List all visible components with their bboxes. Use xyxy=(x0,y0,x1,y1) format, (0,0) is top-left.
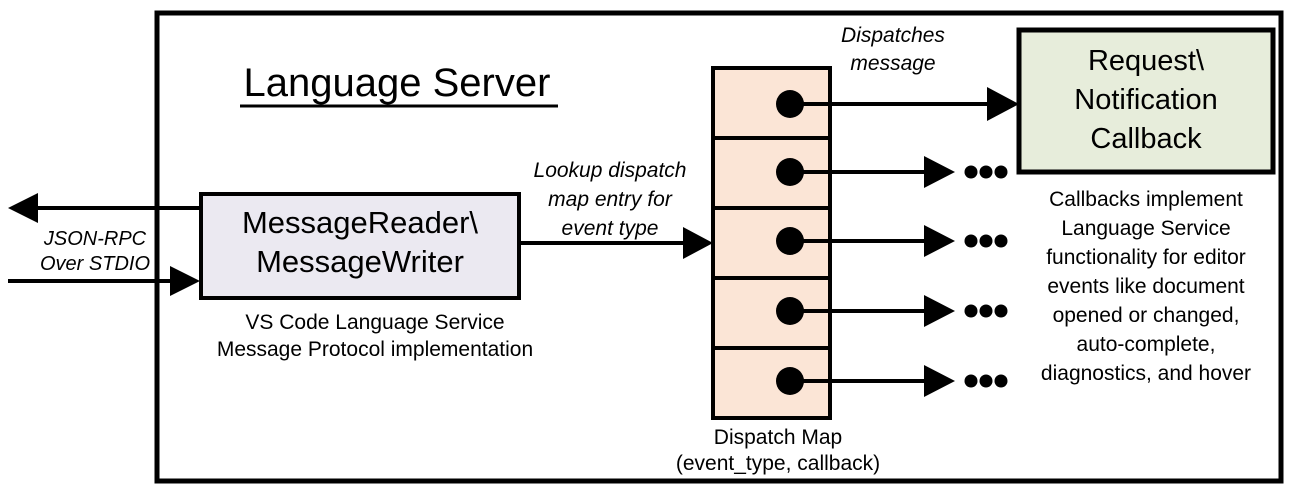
callback-note-line3: functionality for editor xyxy=(1046,246,1246,269)
page-title: Language Server xyxy=(244,61,551,105)
callback-note-line4: events like document xyxy=(1047,275,1244,298)
dispatch-row2-ellipsis-dot-1 xyxy=(964,165,978,179)
dispatch-row2-arrowhead xyxy=(924,156,955,188)
callback-note-line1: Callbacks implement xyxy=(1049,188,1243,211)
dispatch-row5-ellipsis-dot-3 xyxy=(994,374,1008,388)
dispatch-row1-arrowhead xyxy=(987,87,1019,121)
callback-note-line6: auto-complete, xyxy=(1077,333,1216,356)
callback-box-line1: Request\ xyxy=(1088,45,1205,77)
lookup-label-line1: Lookup dispatch xyxy=(534,159,687,182)
language-server-frame xyxy=(154,10,1284,484)
dispatch-row5-ellipsis-dot-1 xyxy=(964,374,978,388)
dispatch-row2-ellipsis-dot-2 xyxy=(979,165,993,179)
dispatch-row3-arrowhead xyxy=(924,225,955,257)
inbound-stdio-arrowhead xyxy=(170,266,200,296)
callback-box-line2: Notification xyxy=(1074,84,1217,116)
lookup-label-line2: map entry for xyxy=(548,188,673,211)
stdio-label-line1: JSON-RPC xyxy=(43,228,147,250)
request-notification-callback-box[interactable] xyxy=(1016,27,1276,175)
dispatch-row4-arrowhead xyxy=(924,295,955,327)
dispatches-label-line2: message xyxy=(850,52,935,75)
callback-note-line5: opened or changed, xyxy=(1053,304,1240,327)
callback-box-line3: Callback xyxy=(1090,123,1202,155)
dispatch-row4-ellipsis-dot-1 xyxy=(964,304,978,318)
dispatch-map-caption-line2: (event_type, callback) xyxy=(676,452,880,475)
dispatch-row4-ellipsis-dot-3 xyxy=(994,304,1008,318)
lookup-dispatch-arrowhead xyxy=(683,227,713,259)
dispatch-row2-ellipsis-dot-3 xyxy=(994,165,1008,179)
outbound-stdio-arrowhead xyxy=(8,193,38,223)
dispatch-row3-ellipsis-dot-2 xyxy=(979,234,993,248)
message-writer-label: MessageWriter xyxy=(256,244,464,279)
callback-note-line2: Language Service xyxy=(1061,217,1230,240)
stdio-label-line2: Over STDIO xyxy=(40,253,150,275)
dispatch-row3-ellipsis-dot-1 xyxy=(964,234,978,248)
dispatch-row3-ellipsis-dot-3 xyxy=(994,234,1008,248)
reader-caption-line2: Message Protocol implementation xyxy=(217,338,533,361)
reader-caption-line1: VS Code Language Service xyxy=(245,311,504,334)
dispatch-map-caption-line1: Dispatch Map xyxy=(714,426,842,449)
lookup-label-line3: event type xyxy=(562,217,659,240)
dispatch-row5-arrowhead xyxy=(924,365,955,397)
callback-note-line7: diagnostics, and hover xyxy=(1041,362,1251,385)
message-reader-label: MessageReader\ xyxy=(242,205,478,240)
dispatches-label-line1: Dispatches xyxy=(841,24,945,47)
dispatch-row5-ellipsis-dot-2 xyxy=(979,374,993,388)
dispatch-row4-ellipsis-dot-2 xyxy=(979,304,993,318)
message-reader-writer-box[interactable] xyxy=(199,192,521,300)
